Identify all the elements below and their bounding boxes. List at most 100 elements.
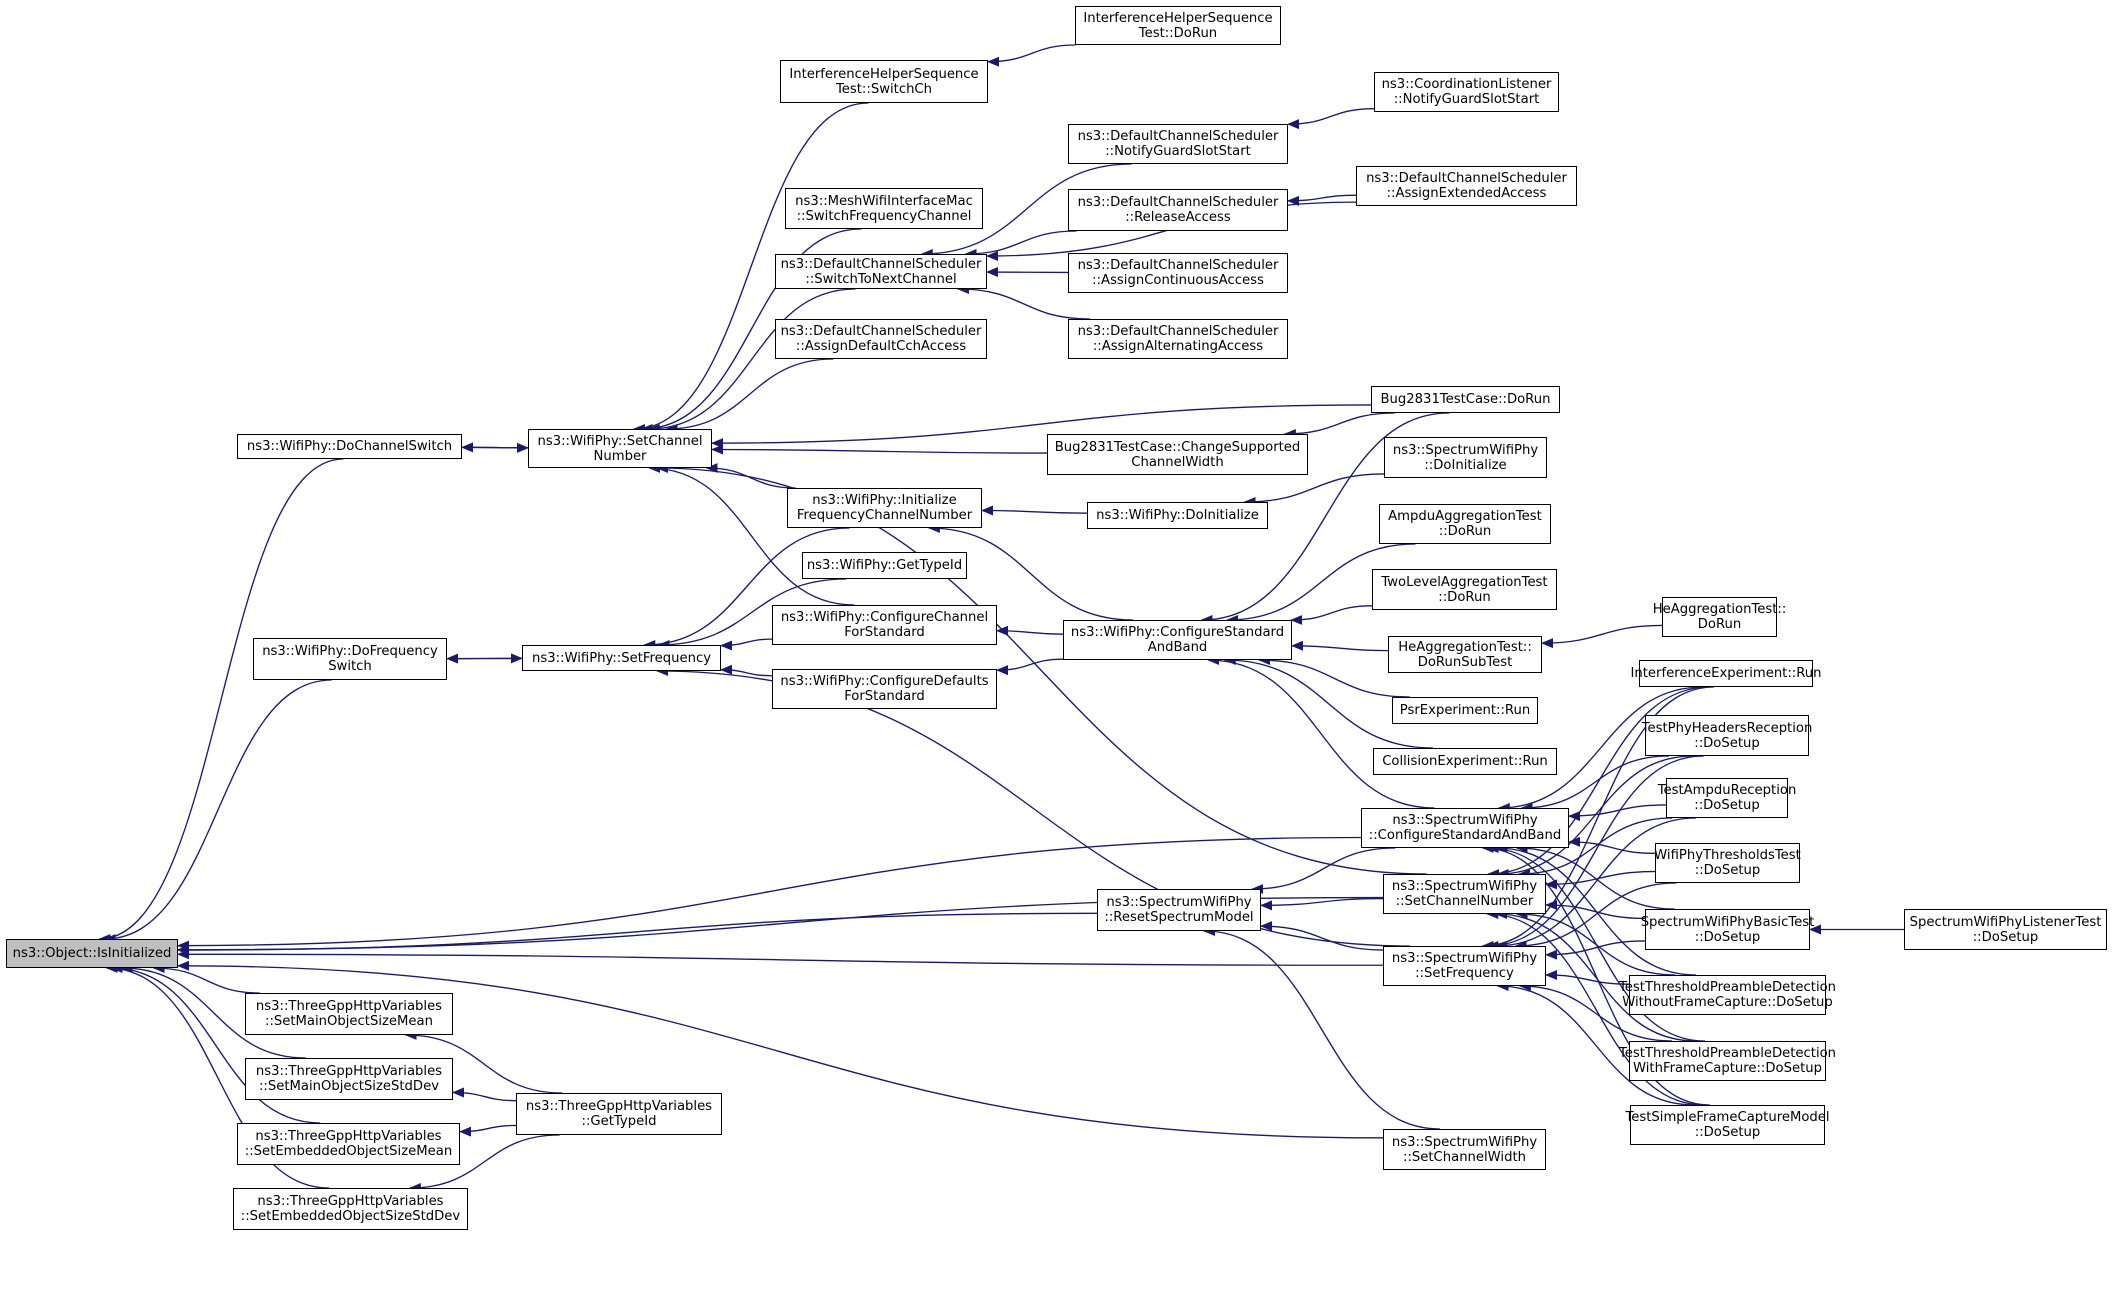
graph-node-bug-dorun[interactable]: Bug2831TestCase::DoRun [1371,386,1560,413]
graph-node-init-fcn[interactable]: ns3::WifiPhy::Initialize FrequencyChanne… [787,488,982,528]
graph-node-he-dorun[interactable]: HeAggregationTest:: DoRun [1653,597,1786,637]
edge-cfg-std-band-to-cfg-def-std [996,658,1064,676]
graph-node-bug-csc[interactable]: Bug2831TestCase::ChangeSupported Channel… [1047,434,1308,475]
graph-node-psr-run[interactable]: PsrExperiment::Run [1392,697,1538,724]
edge-bug-dorun-to-cfg-std-band [1200,412,1450,625]
edge-wp-typeid-to-setfreq [657,578,847,650]
graph-node-swp-doinit[interactable]: ns3::SpectrumWifiPhy ::DoInitialize [1384,437,1547,478]
edge-tpd-w-to-swp-setch [1495,909,1697,1042]
edge-init-fcn-to-setfreq [643,527,850,650]
graph-node-ihst-dorun[interactable]: InterferenceHelperSequence Test::DoRun [1075,6,1281,45]
edge-dcs-release-to-dcs-switch [964,230,1077,259]
graph-node-cfg-def-std[interactable]: ns3::WifiPhy::ConfigureDefaults ForStand… [772,669,997,709]
edge-swp-setch-to-swp-reset [1260,897,1384,911]
graph-node-dochsw[interactable]: ns3::WifiPhy::DoChannelSwitch [237,434,462,459]
graph-node-dcs-cch[interactable]: ns3::DefaultChannelScheduler ::AssignDef… [775,319,987,359]
edge-tgpp-estd-to-isinit [105,963,330,1189]
edge-tgpp-std-to-isinit [120,963,306,1059]
edge-cfg-def-std-to-setfreq [720,664,773,677]
edge-bug-dorun-to-setchnum [711,404,1372,449]
edge-wp-doinit-to-init-fcn [981,505,1088,516]
graph-node-swp-setch[interactable]: ns3::SpectrumWifiPhy ::SetChannelNumber [1383,874,1546,914]
graph-node-setchnum[interactable]: ns3::WifiPhy::SetChannel Number [528,429,712,468]
edge-twolvl-dorun-to-cfg-std-band [1290,605,1373,625]
graph-node-dcs-ext[interactable]: ns3::DefaultChannelScheduler ::AssignExt… [1356,166,1577,206]
edge-swp-cfg-to-isinit [177,836,1362,951]
edge-cfg-ch-std-to-setchnum [648,463,855,606]
edge-coord-notify-to-dcs-notify [1287,107,1375,130]
edge-interf-run-to-swp-cfg [1497,686,1704,813]
graph-node-tpd-wo[interactable]: TestThresholdPreambleDetection WithoutFr… [1619,975,1836,1015]
edge-tgpp-emean-to-isinit [110,963,321,1124]
edge-tphr-to-swp-setch [1496,755,1694,879]
graph-node-tgpp-emean[interactable]: ns3::ThreeGppHttpVariables ::SetEmbedded… [237,1123,460,1165]
graph-node-wp-doinit[interactable]: ns3::WifiPhy::DoInitialize [1087,502,1268,529]
graph-node-dcs-notify[interactable]: ns3::DefaultChannelScheduler ::NotifyGua… [1068,124,1288,164]
edge-dcs-cch-to-setchnum [665,358,834,434]
graph-node-mesh-sfc[interactable]: ns3::MeshWifiInterfaceMac ::SwitchFreque… [785,188,983,229]
edge-swp-setcw-to-swp-reset [1203,926,1441,1130]
graph-node-swp-setfreq[interactable]: ns3::SpectrumWifiPhy ::SetFrequency [1383,946,1546,986]
graph-node-he-subtest[interactable]: HeAggregationTest:: DoRunSubTest [1388,636,1542,673]
graph-node-ihst-switch[interactable]: InterferenceHelperSequence Test::SwitchC… [780,60,988,103]
graph-node-listener[interactable]: SpectrumWifiPhyListenerTest ::DoSetup [1904,909,2107,950]
graph-node-ampdu-dorun[interactable]: AmpduAggregationTest ::DoRun [1379,504,1551,544]
edge-bug-dorun-to-bug-csc [1283,412,1395,439]
edge-he-subtest-to-cfg-std-band [1291,640,1389,652]
graph-node-swp-setcw[interactable]: ns3::SpectrumWifiPhy ::SetChannelWidth [1383,1129,1546,1170]
edge-tpd-wo-to-swp-setfreq [1545,969,1630,985]
edge-swp-setcw-to-isinit [177,960,1384,1139]
graph-node-tgpp-typeid[interactable]: ns3::ThreeGppHttpVariables ::GetTypeId [516,1093,722,1135]
edge-tpd-w-to-swp-setfreq [1518,981,1673,1042]
edge-dcs-notify-to-dcs-switch [920,163,1132,259]
graph-node-tgpp-std[interactable]: ns3::ThreeGppHttpVariables ::SetMainObje… [245,1058,453,1100]
edge-swp-doinit-to-wp-doinit [1243,473,1385,507]
graph-node-coord-notify[interactable]: ns3::CoordinationListener ::NotifyGuardS… [1374,72,1559,112]
graph-node-cfg-ch-std[interactable]: ns3::WifiPhy::ConfigureChannel ForStanda… [772,605,997,645]
edge-swp-cfg-to-cfg-std-band [1207,655,1435,809]
edge-dcs-switch-to-setchnum [647,288,856,434]
graph-node-dcs-switch[interactable]: ns3::DefaultChannelScheduler ::SwitchToN… [775,254,987,289]
edge-tampdu-to-swp-setfreq [1494,817,1696,951]
edge-cfg-std-band-to-init-fcn [927,523,1134,621]
graph-node-tgpp-estd[interactable]: ns3::ThreeGppHttpVariables ::SetEmbedded… [233,1188,468,1230]
graph-node-interf-run[interactable]: InterferenceExperiment::Run [1630,660,1822,687]
edge-tsfc-to-swp-setfreq [1496,981,1695,1106]
edge-ampdu-dorun-to-cfg-std-band [1226,543,1416,625]
edge-tgpp-typeid-to-tgpp-estd [408,1134,560,1193]
edge-swp-setfreq-to-swp-reset [1260,921,1384,951]
edge-dochsw-to-isinit [98,458,344,944]
graph-node-setfreq[interactable]: ns3::WifiPhy::SetFrequency [522,645,721,671]
graph-node-dcs-release[interactable]: ns3::DefaultChannelScheduler ::ReleaseAc… [1068,189,1288,231]
graph-node-tgpp-mean[interactable]: ns3::ThreeGppHttpVariables ::SetMainObje… [245,993,453,1035]
graph-node-wp-typeid[interactable]: ns3::WifiPhy::GetTypeId [802,552,967,579]
edge-dcs-ext-to-dcs-release [1287,194,1357,206]
graph-node-coll-run[interactable]: CollisionExperiment::Run [1373,748,1557,775]
edge-he-dorun-to-he-subtest [1541,624,1663,649]
graph-node-swp-cfg[interactable]: ns3::SpectrumWifiPhy ::ConfigureStandard… [1361,808,1569,848]
graph-node-dcs-cont[interactable]: ns3::DefaultChannelScheduler ::AssignCon… [1068,253,1288,293]
graph-node-tampdu[interactable]: TestAmpduReception ::DoSetup [1658,778,1796,818]
edge-tampdu-to-swp-cfg [1568,804,1667,822]
graph-node-tpd-w[interactable]: TestThresholdPreambleDetection WithFrame… [1619,1041,1836,1081]
graph-node-thresh[interactable]: WifiPhyThresholdsTest ::DoSetup [1654,843,1801,883]
edge-swp-setfreq-to-isinit [177,949,1384,966]
graph-node-basic[interactable]: SpectrumWifiPhyBasicTest ::DoSetup [1641,909,1814,950]
edge-tgpp-mean-to-isinit [152,963,260,994]
edge-bug-csc-to-setchnum [711,444,1048,455]
graph-node-cfg-std-band[interactable]: ns3::WifiPhy::ConfigureStandard AndBand [1063,620,1292,660]
edge-tsfc-to-swp-cfg [1481,843,1710,1106]
graph-node-isinit[interactable]: ns3::Object::IsInitialized [6,939,178,968]
graph-node-tsfc[interactable]: TestSimpleFrameCaptureModel ::DoSetup [1625,1105,1830,1145]
graph-node-dcs-alt[interactable]: ns3::DefaultChannelScheduler ::AssignAlt… [1068,319,1288,359]
graph-node-tphr[interactable]: TestPhyHeadersReception ::DoSetup [1642,715,1812,756]
graph-node-twolvl-dorun[interactable]: TwoLevelAggregationTest ::DoRun [1372,569,1557,610]
edge-thresh-to-swp-setch [1545,870,1656,890]
edge-interf-run-to-swp-setfreq [1481,686,1714,951]
edge-swp-cfg-to-swp-reset [1251,847,1396,894]
edge-tphr-to-swp-cfg [1520,755,1669,813]
graph-node-swp-reset[interactable]: ns3::SpectrumWifiPhy ::ResetSpectrumMode… [1097,889,1261,931]
graph-node-dofreqsw[interactable]: ns3::WifiPhy::DoFrequency Switch [253,638,447,680]
